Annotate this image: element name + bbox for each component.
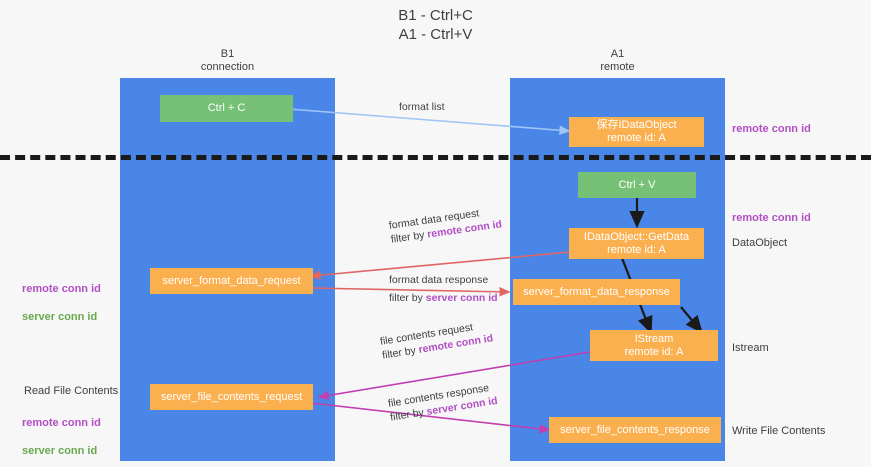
edge-label-highlight: server conn id [425, 292, 498, 304]
edge-label-line1: format data response [389, 274, 489, 286]
box-server-file-contents-response[interactable]: server_file_contents_response [549, 417, 721, 443]
label-write-file-contents: Write File Contents [732, 425, 826, 437]
box-server-format-data-request[interactable]: server_format_data_request [150, 268, 313, 294]
box-server-format-data-response[interactable]: server_format_data_response [513, 279, 680, 305]
box-ctrl-v[interactable]: Ctrl + V [578, 172, 696, 198]
label-server-conn-id-file: server conn id [22, 445, 98, 457]
box-ctrl-c[interactable]: Ctrl + C [160, 95, 293, 122]
label-dataobject: DataObject [732, 237, 788, 249]
label-server-conn-id-format: server conn id [22, 311, 98, 323]
label-remote-conn-id-format: remote conn id [22, 283, 101, 295]
label-istream: Istream [732, 342, 769, 354]
edge-label-file-contents-response: file contents response filter by server … [387, 380, 499, 425]
column-header-b1: B1 connection [200, 48, 255, 73]
box-server-file-contents-request[interactable]: server_file_contents_request [150, 384, 313, 410]
label-conn-ids-file: remote conn id server conn id [22, 402, 101, 467]
label-read-file-contents: Read File Contents [24, 385, 119, 397]
edge-label-format-data-response: format data response filter by server co… [389, 273, 498, 305]
column-header-a1: A1 remote [600, 48, 635, 73]
label-conn-ids-format: remote conn id server conn id [22, 268, 101, 338]
label-remote-conn-id-file: remote conn id [22, 417, 101, 429]
phase-divider [0, 155, 871, 160]
label-remote-conn-id-top: remote conn id [732, 123, 811, 135]
box-istream[interactable]: IStream remote id: A [590, 330, 718, 361]
edge-label-line2: filter by server conn id [389, 291, 498, 305]
edge-label-file-contents-request: file contents request filter by remote c… [379, 317, 494, 362]
edge-label-prefix: filter by [390, 228, 429, 246]
page-title: B1 - Ctrl+C A1 - Ctrl+V [398, 7, 473, 43]
edge-label-prefix: filter by [389, 292, 426, 304]
edge-label-format-list: format list [399, 101, 445, 113]
box-idataobject-getdata[interactable]: IDataObject::GetData remote id: A [569, 228, 704, 259]
label-remote-conn-id-mid: remote conn id [732, 212, 811, 224]
edge-label-format-data-request: format data request filter by remote con… [388, 203, 503, 246]
box-save-idataobject[interactable]: 保存IDataObject remote id: A [569, 117, 704, 147]
